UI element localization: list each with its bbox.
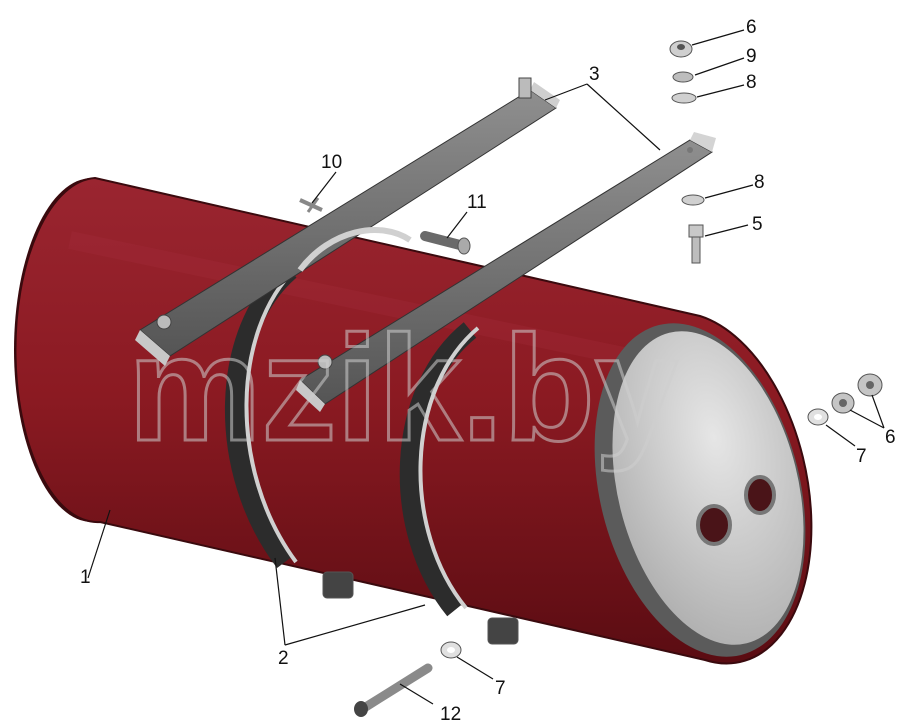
callout-11: 11	[467, 192, 487, 213]
washer-8-side	[681, 194, 705, 206]
callout-9: 9	[746, 46, 757, 67]
nut-6-right	[831, 373, 883, 414]
callout-12: 12	[440, 704, 461, 725]
callout-6-right: 6	[885, 427, 896, 448]
callout-6-top: 6	[746, 17, 757, 38]
callout-7-right: 7	[856, 446, 867, 467]
clamp-band	[224, 262, 354, 599]
callout-10: 10	[321, 152, 342, 173]
bolt-12	[354, 663, 433, 717]
callout-3: 3	[589, 64, 600, 85]
callout-5: 5	[752, 214, 763, 235]
pin-10	[299, 197, 323, 213]
tank-port	[696, 475, 776, 546]
callout-1: 1	[80, 567, 91, 588]
leader-lines	[87, 29, 885, 705]
bolt-5	[688, 224, 704, 264]
pin-11	[420, 231, 471, 255]
washer-7-bottom	[440, 641, 462, 659]
nut-6-top	[669, 40, 693, 58]
callout-8-side: 8	[754, 172, 765, 193]
callout-8-top: 8	[746, 72, 757, 93]
bracket-front	[296, 132, 716, 412]
bracket-rear	[135, 77, 560, 366]
spring-washer-9	[672, 71, 694, 83]
watermark: mzik.by	[128, 304, 678, 472]
clamp-band	[399, 322, 519, 645]
tank-right-end-cap	[612, 331, 804, 645]
washer-7-right	[807, 408, 829, 426]
callout-2: 2	[278, 648, 289, 669]
washer-8-top	[671, 92, 697, 104]
callout-7-bottom: 7	[495, 678, 506, 699]
